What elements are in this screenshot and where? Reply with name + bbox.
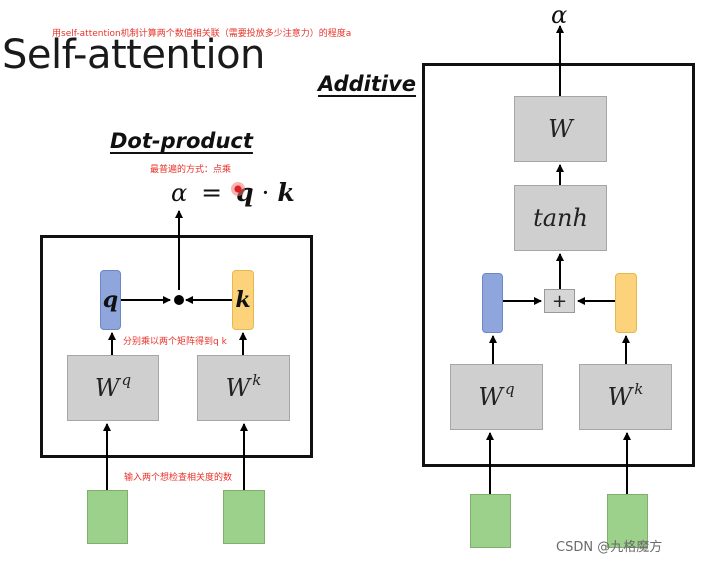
dot-product-operator [174, 295, 184, 305]
plus-label: + [551, 290, 568, 312]
additive-w-box: W [514, 96, 607, 162]
additive-frame [422, 63, 695, 467]
input-right [223, 490, 265, 544]
additive-w-label: W [548, 115, 573, 143]
additive-k-vector [615, 273, 637, 333]
tanh-label: tanh [533, 204, 588, 232]
formula-alpha: α [171, 179, 188, 207]
wk-base: W [225, 374, 251, 402]
tanh-box: tanh [514, 185, 607, 251]
wq-base: W [94, 374, 120, 402]
top-annotation: 用self-attention机制计算两个数值相关联（需要投放多少注意力）的程度… [52, 29, 352, 39]
dot-product-annotation: 最普遍的方式：点乘 [150, 165, 232, 175]
dot-product-title: Dot-product [110, 129, 253, 153]
dot-product-frame [40, 235, 313, 458]
watermark: CSDN @九格魔方 [556, 540, 663, 555]
cursor-highlight [231, 182, 245, 196]
formula-equals: = [201, 178, 223, 207]
input-left [87, 490, 128, 544]
additive-wk-base: W [607, 383, 633, 411]
wq-sup: q [121, 371, 132, 389]
plus-operator: + [544, 289, 575, 313]
additive-title: Additive [318, 72, 417, 96]
additive-input-left [470, 494, 511, 548]
additive-q-vector [482, 273, 503, 333]
formula-dot: · [261, 178, 270, 207]
q-vector: q [100, 270, 121, 330]
additive-alpha: α [551, 1, 568, 29]
additive-input-right [607, 494, 648, 548]
additive-wq-sup: q [505, 380, 515, 398]
page-title: Self-attention [2, 32, 265, 78]
additive-wk-sup: k [634, 380, 644, 398]
multiply-annotation: 分别乘以两个矩阵得到q k [123, 337, 227, 347]
input-annotation: 输入两个想检查相关度的数 [124, 473, 233, 483]
additive-wq-base: W [478, 383, 504, 411]
formula-k: k [277, 178, 295, 207]
q-vector-label: q [102, 287, 119, 313]
k-vector: k [232, 270, 254, 330]
wk-sup: k [252, 371, 262, 389]
k-vector-label: k [235, 287, 251, 313]
